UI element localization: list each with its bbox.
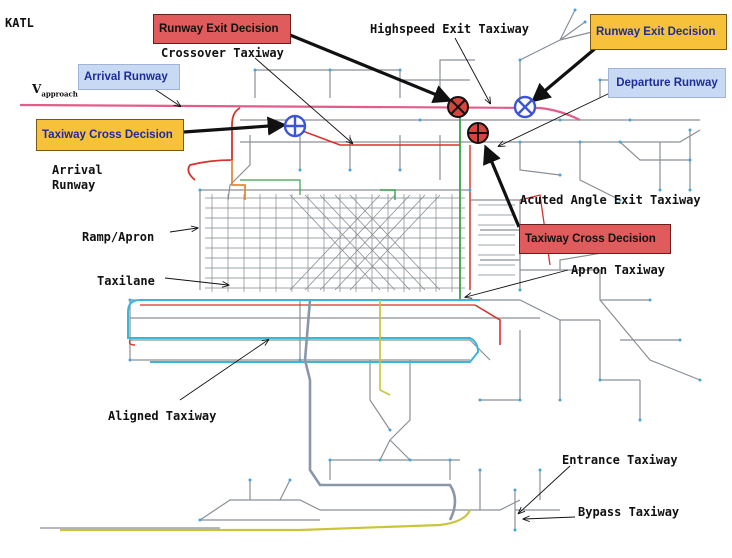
taxiway-cross-decision-callout-right: Taxiway Cross Decision bbox=[519, 224, 671, 254]
entrance-taxiway-label: Entrance Taxiway bbox=[562, 453, 678, 467]
taxiway-cross-marker-left bbox=[283, 114, 307, 138]
arrival-runway-label-1: Arrival bbox=[52, 163, 103, 177]
approach-symbol: V bbox=[32, 82, 42, 96]
network-nodes bbox=[128, 8, 702, 532]
taxilane-label: Taxilane bbox=[97, 274, 155, 288]
approach-subscript: approach bbox=[41, 89, 78, 99]
approach-speed-label: Vapproach bbox=[32, 82, 78, 98]
routes bbox=[19, 103, 581, 532]
taxiway-cross-decision-callout-left: Taxiway Cross Decision bbox=[36, 119, 184, 151]
arrival-runway-callout: Arrival Runway bbox=[78, 64, 180, 90]
aligned-taxiway-label: Aligned Taxiway bbox=[108, 409, 217, 423]
taxiway-cross-marker-right bbox=[467, 122, 489, 144]
arrival-runway-route bbox=[19, 103, 581, 121]
runway-exit-decision-callout-left: Runway Exit Decision bbox=[153, 14, 291, 44]
highspeed-exit-label: Highspeed Exit Taxiway bbox=[370, 22, 529, 36]
departure-runway-callout: Departure Runway bbox=[608, 68, 726, 98]
ramp-apron-label: Ramp/Apron bbox=[82, 230, 155, 244]
bypass-taxiway-label: Bypass Taxiway bbox=[578, 505, 680, 519]
callout-arrows bbox=[149, 33, 613, 519]
ramp-grid bbox=[205, 194, 515, 292]
airport-code: KATL bbox=[5, 16, 34, 30]
cyan-route bbox=[127, 299, 480, 363]
runway-exit-marker-right bbox=[513, 95, 537, 119]
acuted-exit-label: Acuted Angle Exit Taxiway bbox=[520, 193, 701, 207]
crossover-label: Crossover Taxiway bbox=[161, 46, 284, 60]
runway-exit-decision-callout-right: Runway Exit Decision bbox=[590, 14, 727, 50]
runway-exit-marker-left bbox=[447, 96, 469, 118]
arrival-runway-label-2: Runway bbox=[52, 178, 96, 192]
apron-taxiway-label: Apron Taxiway bbox=[571, 263, 665, 277]
